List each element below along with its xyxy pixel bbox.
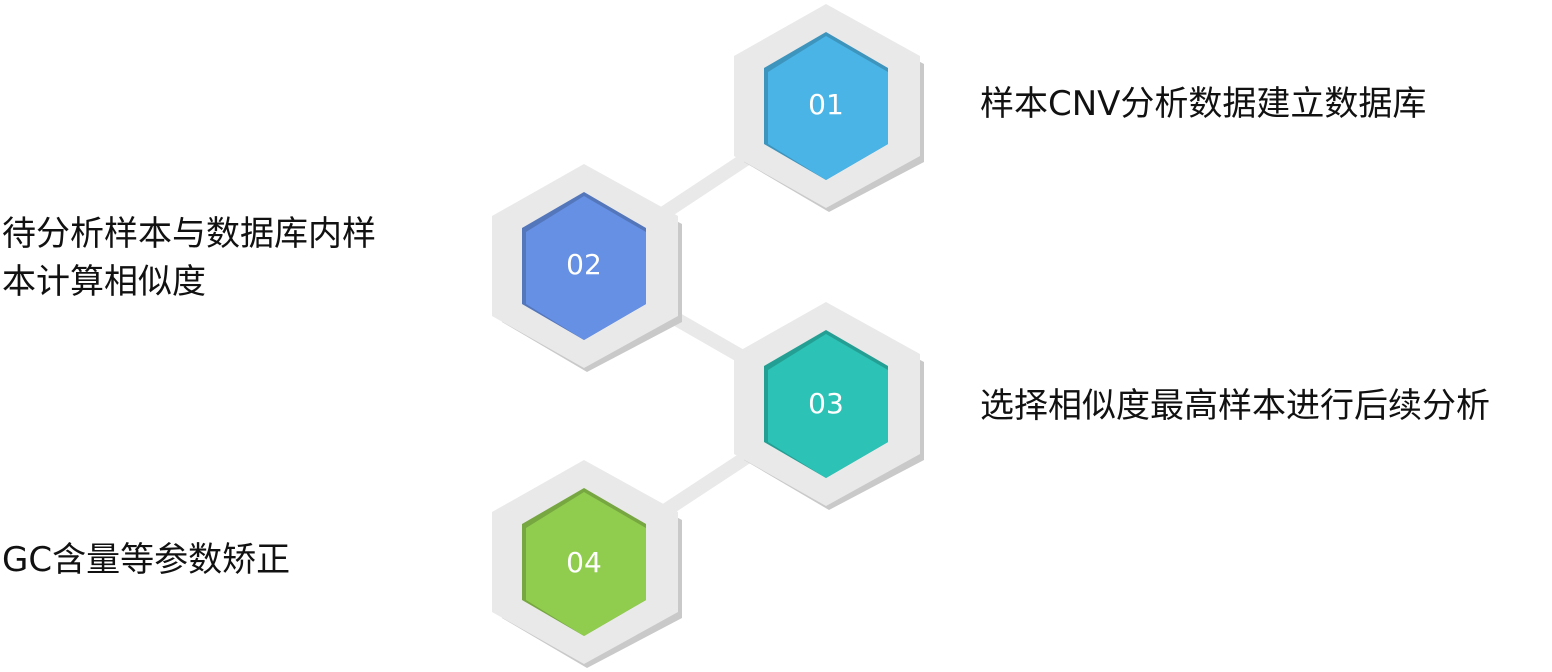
inner-hexagon-02 [526, 196, 646, 340]
step-label-01-line-1: 样本CNV分析数据建立数据库 [980, 84, 1427, 124]
step-label-02-line-1: 待分析样本与数据库内样 [2, 214, 376, 254]
step-number-03: 03 [808, 387, 844, 420]
step-node-01: 01 [734, 4, 924, 212]
step-label-01: 样本CNV分析数据建立数据库 [980, 80, 1426, 128]
inner-hexagon-01 [768, 36, 888, 180]
step-node-03: 03 [734, 302, 924, 510]
inner-hexagon-03 [768, 334, 888, 478]
step-node-04: 04 [492, 460, 682, 668]
inner-hexagon-04 [526, 492, 646, 636]
step-label-02: 待分析样本与数据库内样 本计算相似度 [2, 210, 376, 306]
step-number-02: 02 [566, 248, 602, 281]
step-node-02: 02 [492, 164, 682, 372]
step-label-04: GC含量等参数矫正 [2, 536, 290, 584]
step-number-01: 01 [808, 88, 844, 121]
step-label-02-line-2: 本计算相似度 [2, 262, 206, 302]
step-label-03: 选择相似度最高样本进行后续分析 [980, 382, 1490, 430]
step-label-03-line-1: 选择相似度最高样本进行后续分析 [980, 386, 1490, 426]
step-number-04: 04 [566, 546, 602, 579]
step-label-04-line-1: GC含量等参数矫正 [2, 540, 291, 580]
